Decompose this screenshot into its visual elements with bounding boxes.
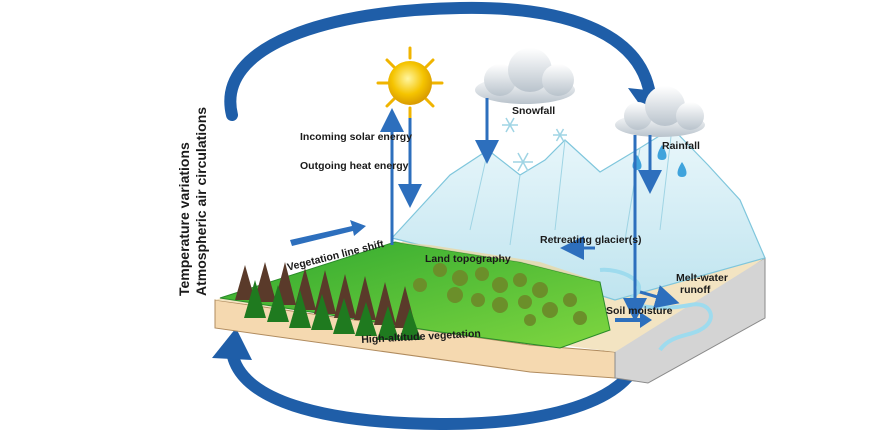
melt-water-runoff-label: Melt-water runoff (676, 272, 728, 296)
temperature-variations-label: Temperature variations (176, 142, 192, 296)
atmospheric-circulations-label: Atmospheric air circulations (192, 106, 209, 296)
incoming-solar-energy-label: Incoming solar energy (300, 131, 413, 143)
rain-cloud-icon (615, 86, 705, 137)
soil-moisture-arrow (615, 312, 652, 328)
flow-arrows (380, 98, 680, 322)
rainfall-label: Rainfall (662, 140, 700, 152)
side-labels: Temperature variations Atmospheric air c… (176, 107, 210, 296)
runoff-arrow (639, 285, 680, 309)
land-topography-label: Land topography (425, 253, 511, 265)
retreating-glaciers-label: Retreating glacier(s) (540, 234, 642, 246)
conifer-trees (235, 262, 421, 340)
melt-water-runoff-line2: runoff (680, 284, 711, 297)
melt-water-runoff-line1: Melt-water (676, 272, 728, 284)
soil-moisture-label: Soil moisture (606, 305, 673, 317)
snow-cloud-icon (475, 48, 575, 104)
circulation-bottom-arrow (212, 328, 647, 431)
melt-stream (599, 267, 713, 352)
outgoing-heat-energy-label: Outgoing heat energy (300, 160, 409, 172)
snowfall-label: Snowfall (512, 105, 556, 117)
vegetation-shift-arrow (290, 220, 366, 246)
circulation-top-arrow (224, 1, 666, 122)
shrubs (413, 263, 587, 326)
snowflake-icons (502, 117, 567, 172)
sun-icon (376, 46, 444, 120)
